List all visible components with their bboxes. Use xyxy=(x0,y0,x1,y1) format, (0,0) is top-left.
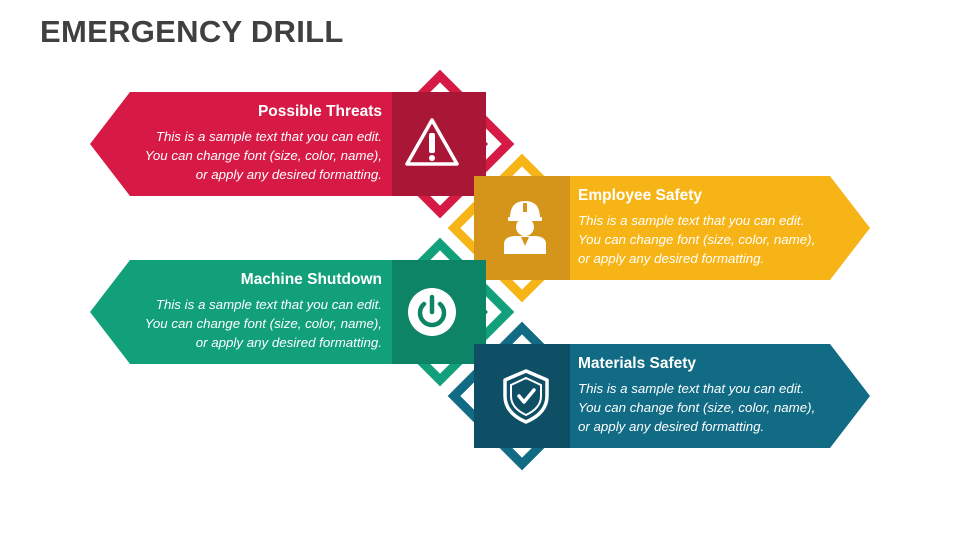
possible-threats-body: This is a sample text that you can edit.… xyxy=(145,127,382,184)
possible-threats-panel-tip xyxy=(440,92,488,196)
employee-safety-line-1: This is a sample text that you can edit. xyxy=(578,213,805,228)
materials-safety-heading: Materials Safety xyxy=(578,355,697,372)
machine-shutdown-text: Machine Shutdown This is a sample text t… xyxy=(145,271,382,352)
materials-safety-panel-tip xyxy=(474,344,522,448)
materials-safety-line-2: You can change font (size, color, name), xyxy=(578,400,816,415)
employee-safety-heading: Employee Safety xyxy=(578,187,703,204)
employee-safety-body: This is a sample text that you can edit.… xyxy=(578,211,815,268)
possible-threats-line-2: You can change font (size, color, name), xyxy=(144,148,382,163)
possible-threats-text: Possible Threats This is a sample text t… xyxy=(145,103,382,184)
possible-threats-banner xyxy=(90,92,392,196)
materials-safety-line-3: or apply any desired formatting. xyxy=(578,419,765,434)
machine-shutdown-body: This is a sample text that you can edit.… xyxy=(145,295,382,352)
machine-shutdown-heading: Machine Shutdown xyxy=(240,271,382,288)
employee-safety-line-2: You can change font (size, color, name), xyxy=(578,232,816,247)
possible-threats-line-1: This is a sample text that you can edit. xyxy=(155,129,382,144)
machine-shutdown-banner xyxy=(90,260,392,364)
machine-shutdown-line-1: This is a sample text that you can edit. xyxy=(155,297,382,312)
machine-shutdown-line-2: You can change font (size, color, name), xyxy=(144,316,382,331)
warning-icon xyxy=(405,118,459,166)
worker-icon xyxy=(504,201,546,254)
employee-safety-banner xyxy=(570,176,870,280)
possible-threats-line-3: or apply any desired formatting. xyxy=(195,167,382,182)
possible-threats-shape xyxy=(90,69,515,219)
machine-shutdown-panel-tip xyxy=(440,260,488,364)
shield-check-icon xyxy=(503,369,549,424)
materials-safety-banner xyxy=(570,344,870,448)
possible-threats-heading: Possible Threats xyxy=(257,103,382,120)
materials-safety-body: This is a sample text that you can edit.… xyxy=(578,379,815,436)
power-icon xyxy=(408,288,456,336)
machine-shutdown-line-3: or apply any desired formatting. xyxy=(195,335,382,350)
materials-safety-shape xyxy=(447,321,870,471)
employee-safety-text: Employee Safety This is a sample text th… xyxy=(578,187,815,268)
slide-title: EMERGENCY DRILL xyxy=(40,14,344,49)
materials-safety-text: Materials Safety This is a sample text t… xyxy=(578,355,815,436)
employee-safety-line-3: or apply any desired formatting. xyxy=(578,251,765,266)
materials-safety-line-1: This is a sample text that you can edit. xyxy=(578,381,805,396)
